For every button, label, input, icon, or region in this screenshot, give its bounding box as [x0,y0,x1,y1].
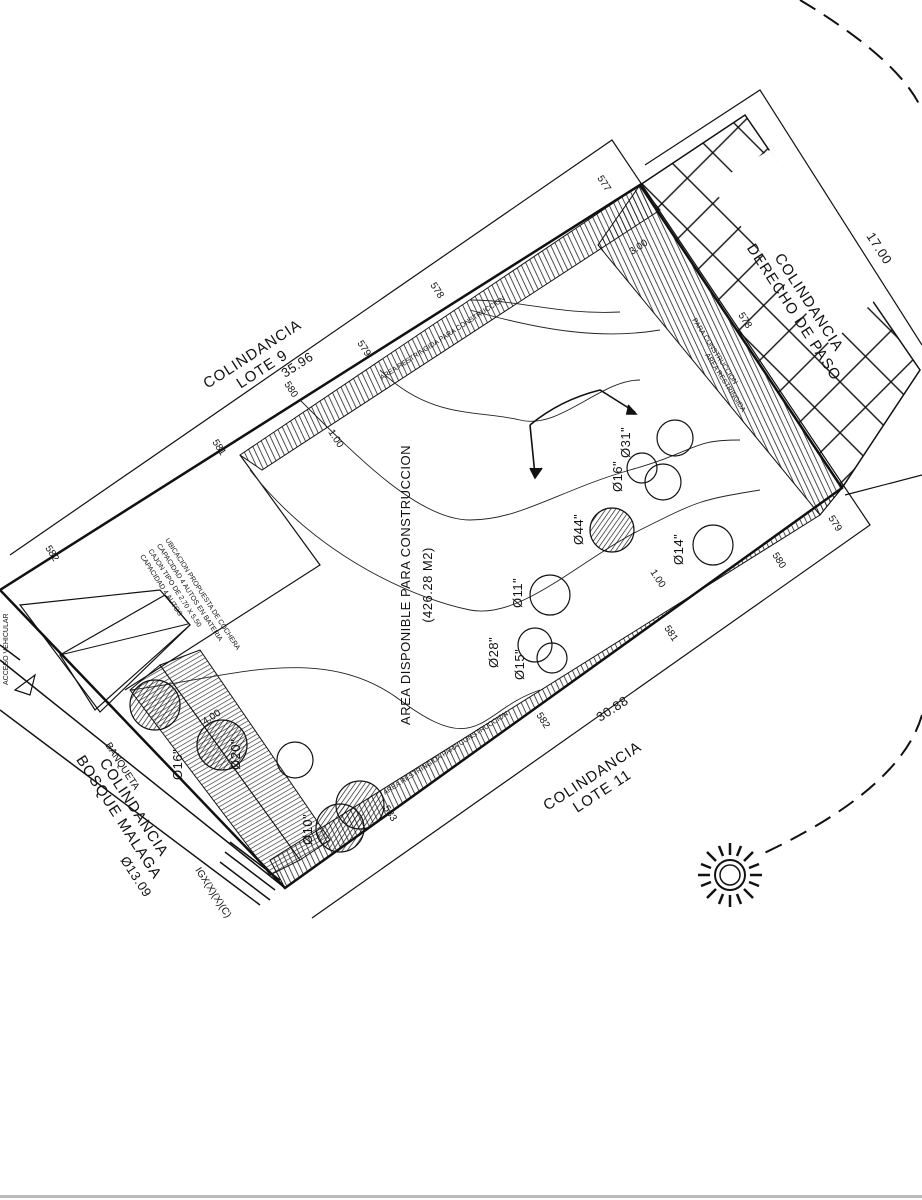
tree-label-16: Ø16" [610,461,625,492]
contour-lines [129,299,761,729]
page-edge [0,1195,922,1198]
contour-580b: 580 [769,551,788,571]
contour-579b: 579 [825,514,844,534]
tree-ø20 [196,719,248,771]
dashed-arc-top [799,0,922,111]
tree-label-14: Ø14" [671,534,686,565]
area-value: (426.28 M2) [420,547,435,623]
contour-582b: 582 [533,711,552,731]
tree-label-44: Ø44" [571,514,586,545]
tree-label-20: Ø20" [228,739,243,770]
sun-icon [698,843,762,907]
tree-label-16b: Ø16" [170,749,185,780]
tree-ø28 [517,627,553,663]
access-arrow-icon [13,673,36,696]
street-code: IGX(X)(X)(C) [192,866,233,920]
tree-ø15 [129,679,181,731]
dashed-arc-right [759,714,922,856]
tree-label-15: Ø15" [512,649,527,680]
contour-578a: 578 [427,281,446,301]
street [0,644,286,906]
contour-580a: 580 [281,380,300,400]
tree-ø11 [529,574,571,616]
dim-setback-top: 1.00 [325,428,345,451]
tree-symbols [129,419,734,853]
restricted-band-top [239,184,661,471]
area-title: AREA DISPONIBLE PARA CONSTRUCCION [398,445,413,725]
dim-setback-bottom: 1.00 [647,568,667,591]
street-access: ACCESO VEHICULAR [3,613,10,685]
tree-ø44 [589,507,635,553]
garage-zone [124,454,321,691]
dim-bottom: 30.88 [593,693,631,725]
tree-ø31 [656,419,694,457]
tree-label-28: Ø28" [486,637,501,668]
tree-label-10: Ø10" [300,814,315,845]
tree-label-11: Ø11" [510,578,525,608]
contour-577: 577 [594,174,613,194]
garage-note-3: CAJON TIPO DE 2.70 X 5.50 [147,548,203,628]
contour-581b: 581 [661,624,680,644]
tree-label-31: Ø31" [618,427,633,458]
slope-arrow [529,389,638,480]
tree-ø16 [644,463,682,501]
tree-ø14 [692,524,734,566]
